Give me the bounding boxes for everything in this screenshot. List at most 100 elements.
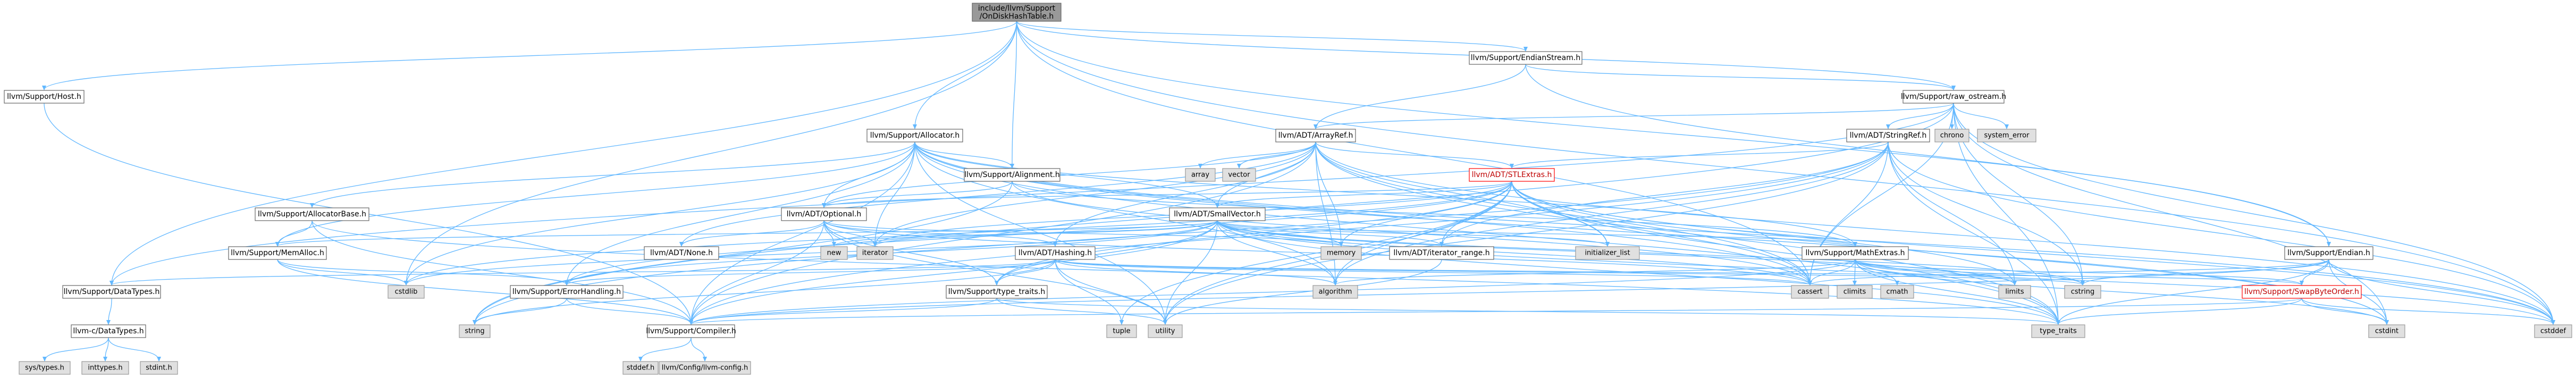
include-edge <box>914 141 1335 285</box>
cstddef-node[interactable]: cstddef <box>2534 324 2572 338</box>
stlextras-label: llvm/ADT/STLExtras.h <box>1472 171 1552 179</box>
endianstream-node[interactable]: llvm/Support/EndianStream.h <box>1469 51 1582 65</box>
new-node[interactable]: new <box>820 246 848 260</box>
string-node[interactable]: string <box>459 324 491 338</box>
array-node[interactable]: array <box>1185 168 1216 182</box>
include-edge <box>1012 181 1855 246</box>
endianstream-label: llvm/Support/EndianStream.h <box>1471 54 1580 62</box>
include-edge <box>1217 220 1607 246</box>
host-node[interactable]: llvm/Support/Host.h <box>4 90 85 104</box>
cstring-node[interactable]: cstring <box>2064 285 2101 299</box>
datatypes-node[interactable]: llvm/Support/DataTypes.h <box>62 285 161 299</box>
type-traits-label: type_traits <box>2040 327 2077 335</box>
datatypes-label: llvm/Support/DataTypes.h <box>64 288 160 296</box>
cmath-node[interactable]: cmath <box>1880 285 1914 299</box>
cassert-node[interactable]: cassert <box>1791 285 1829 299</box>
mathextras-node[interactable]: llvm/Support/MathExtras.h <box>1801 246 1909 260</box>
include-edge <box>823 220 1055 246</box>
utility-node[interactable]: utility <box>1148 324 1183 338</box>
include-edge <box>2058 259 2329 324</box>
hashing-node[interactable]: llvm/ADT/Hashing.h <box>1015 246 1096 260</box>
include-edge <box>277 259 406 285</box>
arrayref-node[interactable]: llvm/ADT/ArrayRef.h <box>1275 129 1356 142</box>
cstdlib-node[interactable]: cstdlib <box>388 285 425 299</box>
type-traits-h-label: llvm/Support/type_traits.h <box>948 288 1046 296</box>
vector-label: vector <box>1228 171 1250 179</box>
include-edge <box>312 220 691 324</box>
none-node[interactable]: llvm/ADT/None.h <box>644 246 719 260</box>
include-edge <box>1165 259 1442 324</box>
swapbyteorder-node[interactable]: llvm/Support/SwapByteOrder.h <box>2242 285 2362 299</box>
allocatorbase-node[interactable]: llvm/Support/AllocatorBase.h <box>255 207 369 221</box>
vector-node[interactable]: vector <box>1222 168 1256 182</box>
smallvector-label: llvm/ADT/SmallVector.h <box>1174 210 1261 219</box>
include-edge <box>914 141 1012 168</box>
cstdint-node[interactable]: cstdint <box>2368 324 2405 338</box>
compiler-node[interactable]: llvm/Support/Compiler.h <box>646 324 736 338</box>
errorhandling-node[interactable]: llvm/Support/ErrorHandling.h <box>510 285 624 299</box>
smallvector-node[interactable]: llvm/ADT/SmallVector.h <box>1169 207 1266 221</box>
include-edge <box>1217 220 1855 246</box>
stlextras-node[interactable]: llvm/ADT/STLExtras.h <box>1469 168 1555 182</box>
algorithm-node[interactable]: algorithm <box>1312 285 1358 299</box>
include-edge <box>823 220 875 246</box>
include-edge <box>1442 141 1889 246</box>
chrono-label: chrono <box>1940 132 1964 140</box>
include-edge <box>691 337 705 361</box>
include-edge <box>1016 21 2554 324</box>
include-edge <box>1217 220 2058 324</box>
stddef-h-node[interactable]: stddef.h <box>622 361 659 375</box>
include-edge <box>1016 21 1526 51</box>
include-edge <box>1055 259 1810 285</box>
memalloc-node[interactable]: llvm/Support/MemAlloc.h <box>228 246 327 260</box>
limits-node[interactable]: limits <box>1998 285 2031 299</box>
type-traits-node[interactable]: type_traits <box>2031 324 2085 338</box>
climits-node[interactable]: climits <box>1837 285 1873 299</box>
include-edge <box>1335 141 1889 285</box>
compiler-label: llvm/Support/Compiler.h <box>646 327 736 335</box>
include-edge <box>1217 220 1341 246</box>
stringref-node[interactable]: llvm/ADT/StringRef.h <box>1846 129 1930 142</box>
include-edge <box>1055 259 1122 324</box>
llvm-config-node[interactable]: llvm/Config/llvm-config.h <box>659 361 751 375</box>
sys-types-h-label: sys/types.h <box>25 364 64 372</box>
inttypes-h-node[interactable]: inttypes.h <box>81 361 129 375</box>
c-datatypes-node[interactable]: llvm-c/DataTypes.h <box>71 324 146 338</box>
new-label: new <box>827 249 841 257</box>
include-edge <box>1200 141 1316 168</box>
include-edge <box>1511 181 1810 285</box>
allocator-node[interactable]: llvm/Support/Allocator.h <box>866 129 963 142</box>
sys-types-h-node[interactable]: sys/types.h <box>19 361 71 375</box>
include-edge <box>824 181 1512 207</box>
arrayref-label: llvm/ADT/ArrayRef.h <box>1278 131 1353 140</box>
chrono-node[interactable]: chrono <box>1934 129 1969 142</box>
tuple-node[interactable]: tuple <box>1106 324 1137 338</box>
include-edge <box>691 141 1889 324</box>
include-edge <box>406 21 1017 285</box>
optional-node[interactable]: llvm/ADT/Optional.h <box>781 207 867 221</box>
stdint-h-node[interactable]: stdint.h <box>140 361 178 375</box>
include-edge <box>1888 141 2083 285</box>
system-error-node[interactable]: system_error <box>1977 129 2036 142</box>
include-edge <box>641 337 692 361</box>
raw-ostream-node[interactable]: llvm/Support/raw_ostream.h <box>1901 90 2006 104</box>
iterator-range-node[interactable]: llvm/ADT/iterator_range.h <box>1389 246 1494 260</box>
type-traits-h-node[interactable]: llvm/Support/type_traits.h <box>946 285 1048 299</box>
include-edge <box>1055 259 1335 285</box>
memory-node[interactable]: memory <box>1320 246 1362 260</box>
iterator-node[interactable]: iterator <box>856 246 894 260</box>
limits-label: limits <box>2005 288 2024 296</box>
include-edge <box>691 259 1856 324</box>
include-edge <box>45 337 109 361</box>
initializer-list-node[interactable]: initializer_list <box>1575 246 1640 260</box>
include-edge <box>108 298 112 324</box>
stdint-h-label: stdint.h <box>146 364 172 372</box>
include-edge <box>691 220 824 324</box>
include-edge <box>277 220 1218 246</box>
endian-node[interactable]: llvm/Support/Endian.h <box>2284 246 2373 260</box>
alignment-node[interactable]: llvm/Support/Alignment.h <box>964 168 1060 182</box>
include-edge <box>1888 141 2015 285</box>
source-file-node[interactable]: include/llvm/Support /OnDiskHashTable.h <box>972 3 1062 22</box>
initializer-list-label: initializer_list <box>1585 249 1630 257</box>
optional-label: llvm/ADT/Optional.h <box>787 210 862 219</box>
